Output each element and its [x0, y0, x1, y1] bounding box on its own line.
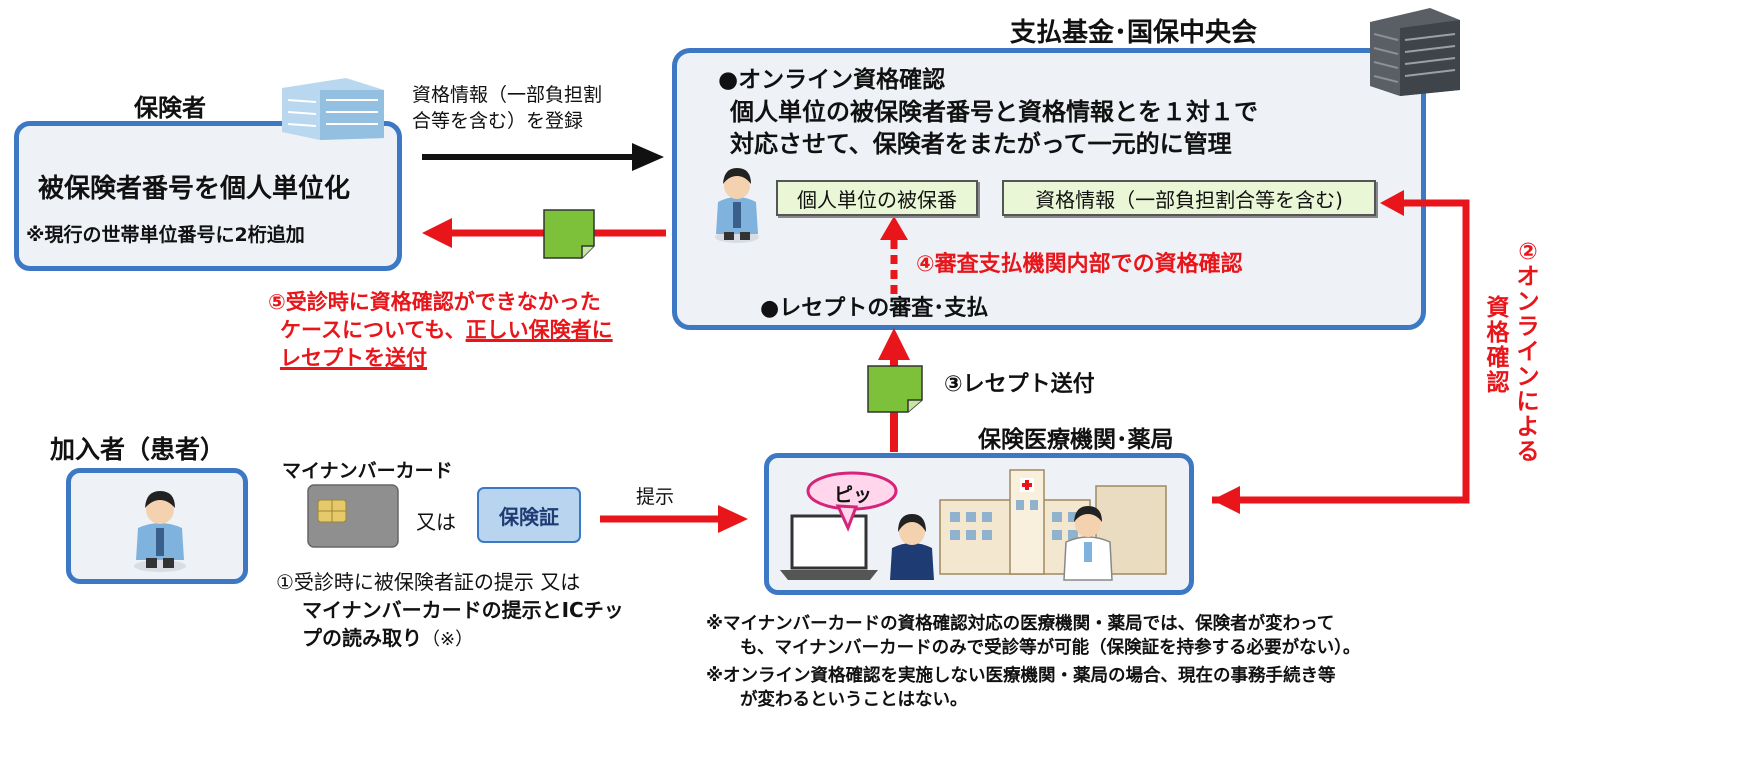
step4-internal-check-arrow: [880, 216, 908, 294]
step5-line-2: ケースについても、正しい保険者に: [280, 314, 613, 344]
step1-line-3b: （※）: [422, 629, 474, 650]
note-1-line-2: も、マイナンバーカードのみで受診等が可能（保険証を持参する必要がない）。: [740, 638, 1361, 658]
insurer-note: ※現行の世帯単位番号に2桁追加: [26, 224, 305, 246]
mynumber-card-icon: [307, 484, 399, 548]
insurance-card-label: 保険証: [499, 504, 559, 529]
register-arrow: [422, 143, 664, 171]
operator-person-icon: [715, 168, 759, 243]
note-2-line-2: が変わるということはない。: [740, 690, 968, 710]
staff-person-icon: [890, 514, 934, 580]
step3-document-icon: [867, 365, 923, 413]
patient-title: 加入者（患者）: [50, 435, 226, 464]
step3-label: ③レセプト送付: [944, 372, 1095, 397]
patient-person-icon: [134, 491, 186, 572]
online-check-heading: ●オンライン資格確認: [718, 67, 946, 93]
step5-line-3: レセプトを送付: [280, 346, 427, 370]
hospital-building-icon: [939, 469, 1167, 575]
or-label: 又は: [416, 510, 456, 534]
beep-text: ピッ: [834, 484, 873, 506]
data-center-building-icon: [1370, 8, 1460, 96]
step1-line-2: マイナンバーカードの提示とICチッ: [302, 598, 624, 622]
insurer-building-icon: [282, 78, 384, 140]
clinic-title: 保険医療機関･薬局: [978, 427, 1174, 453]
step2-online-check-arrow: [1212, 190, 1470, 514]
step1-line-3: プの読み取り（※）: [302, 622, 473, 651]
register-label-1: 資格情報（一部負担割: [412, 84, 603, 106]
step1-line-1: ①受診時に被保険者証の提示 又は: [276, 570, 581, 594]
note-1-line-1: ※マイナンバーカードの資格確認対応の医療機関・薬局では、保険者が変わって: [706, 614, 1335, 634]
doctor-person-icon: [1063, 506, 1113, 581]
step5-line-2a: ケースについても、: [280, 318, 466, 342]
step5-line-2b: 正しい保険者に: [465, 318, 613, 342]
eligibility-info-tag: 資格情報（一部負担割合等を含む): [1002, 180, 1376, 216]
present-label: 提示: [636, 486, 675, 508]
receipt-review-label: ●レセプトの審査･支払: [760, 296, 989, 321]
receipt-document-icon: [543, 209, 595, 259]
note-2-line-1: ※オンライン資格確認を実施しない医療機関・薬局の場合、現在の事務手続き等: [706, 666, 1336, 686]
insurer-panel: [14, 121, 402, 271]
insurer-title: 保険者: [134, 94, 206, 122]
step4-label: ④審査支払機関内部での資格確認: [916, 252, 1243, 277]
central-org-title: 支払基金･国保中央会: [1010, 18, 1258, 48]
present-arrow: [600, 505, 748, 533]
step1-line-3a: プの読み取り: [302, 626, 422, 650]
online-check-desc-1: 個人単位の被保険者番号と資格情報とを１対１で: [730, 98, 1258, 126]
individual-id-tag: 個人単位の被保番: [776, 180, 978, 216]
online-check-desc-2: 対応させて、保険者をまたがって一元的に管理: [730, 130, 1232, 158]
laptop-icon: [780, 514, 878, 580]
insurance-card-icon: [477, 487, 581, 543]
beep-speech-bubble-icon: [806, 471, 898, 532]
step5-line-1: ⑤受診時に資格確認ができなかった: [268, 290, 601, 314]
mynumber-card-label: マイナンバーカード: [282, 460, 453, 482]
step2-label-b: 資格確認: [1486, 295, 1510, 396]
insurer-main-text: 被保険者番号を個人単位化: [38, 174, 351, 204]
register-label-2: 合等を含む）を登録: [412, 110, 584, 132]
